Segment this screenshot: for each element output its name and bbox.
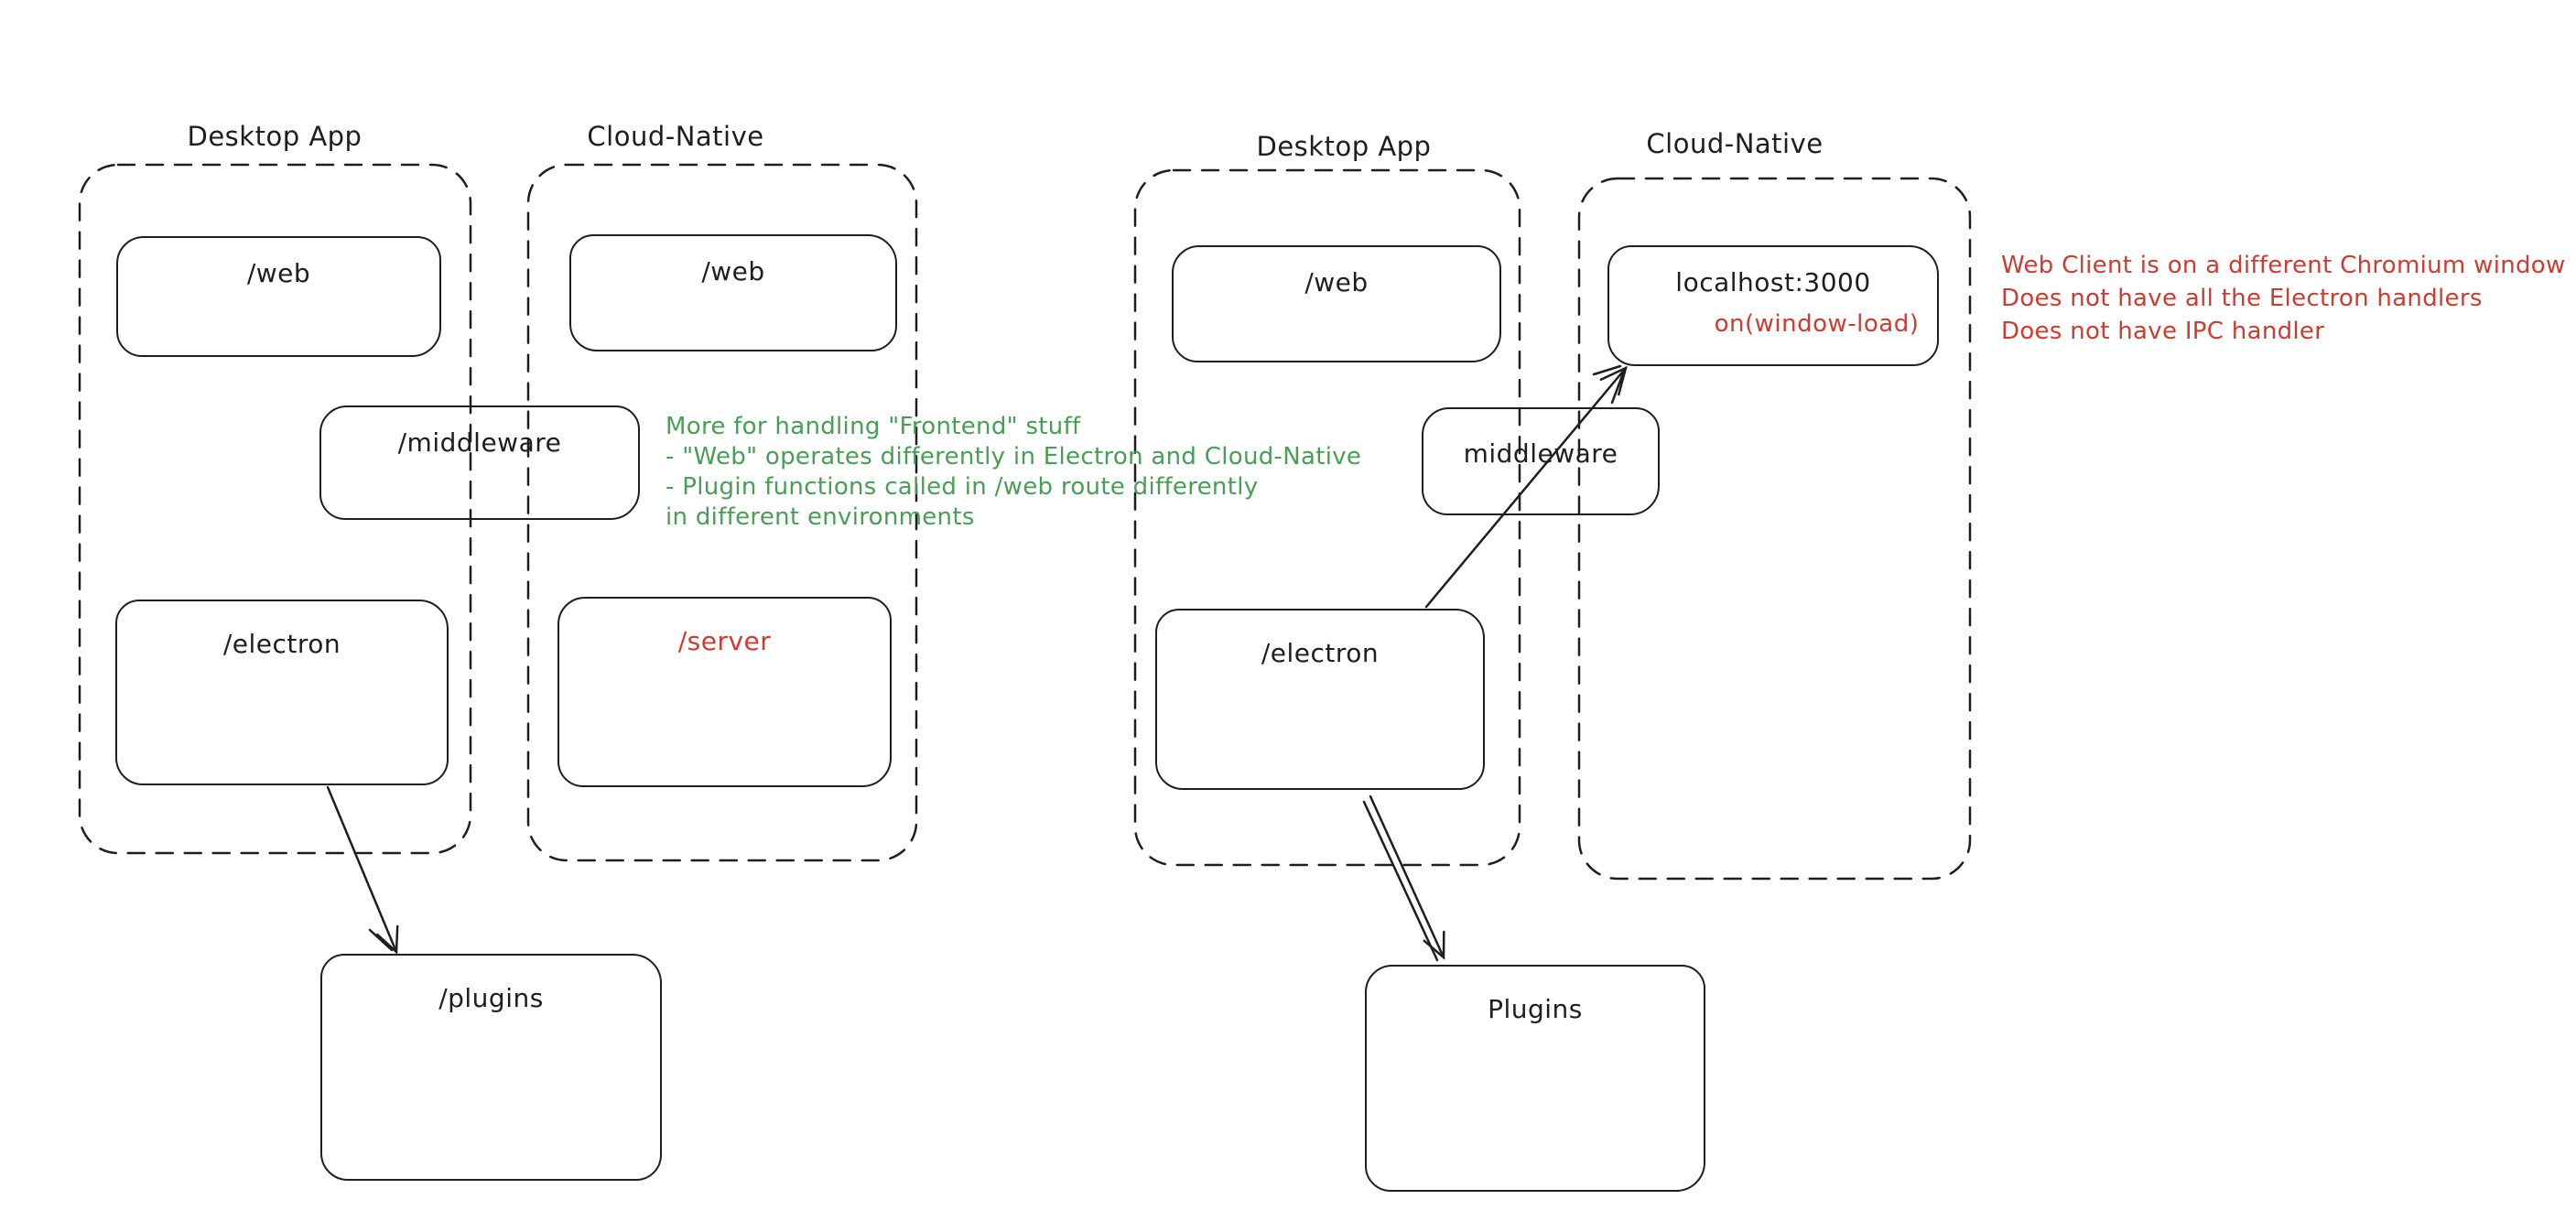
left-middleware-label: /middleware <box>397 427 562 458</box>
red-note: Web Client is on a different Chromium wi… <box>2001 249 2566 348</box>
left-plugins-box: /plugins <box>320 954 662 1181</box>
right-cloud-native-label: Cloud-Native <box>1646 128 1824 159</box>
left-desktop-app-label: Desktop App <box>187 121 363 152</box>
right-web-label: /web <box>1304 267 1369 297</box>
arrow-right-electron-to-localhost-head-sketch2 <box>1610 372 1625 405</box>
right-middleware-box: middleware <box>1422 407 1660 515</box>
left-electron-label: /electron <box>222 629 341 659</box>
red-note-line-1: Web Client is on a different Chromium wi… <box>2001 252 2566 279</box>
left-cloud-native-label: Cloud-Native <box>587 121 764 152</box>
right-electron-label: /electron <box>1261 638 1380 668</box>
arrow-left-electron-to-plugins-head <box>376 924 399 955</box>
left-web-desktop-label: /web <box>246 258 311 288</box>
right-web-box: /web <box>1172 245 1501 362</box>
right-localhost-box: localhost:3000 on(window-load) <box>1607 245 1939 366</box>
left-plugins-label: /plugins <box>438 983 544 1013</box>
arrow-right-electron-to-plugins-head <box>1423 930 1445 960</box>
right-middleware-label: middleware <box>1463 438 1618 469</box>
red-note-line-3: Does not have IPC handler <box>2001 318 2325 345</box>
green-note-line-3: - Plugin functions called in /web route … <box>666 473 1259 501</box>
green-note-line-4: in different environments <box>666 503 975 531</box>
left-web-cloud-label: /web <box>701 256 765 286</box>
arrow-right-electron-to-plugins-sketch <box>1362 800 1439 962</box>
green-note-line-1: More for handling "Frontend" stuff <box>666 413 1081 440</box>
arrow-left-electron-to-plugins-head-sketch <box>368 928 394 952</box>
arrow-right-electron-to-localhost-head <box>1599 365 1628 396</box>
left-server-box: /server <box>557 597 892 787</box>
arrow-left-electron-to-plugins <box>326 785 398 954</box>
green-note: More for handling "Frontend" stuff - "We… <box>666 412 1361 533</box>
left-web-desktop-box: /web <box>116 236 441 357</box>
right-plugins-box: Plugins <box>1365 965 1705 1192</box>
right-on-window-load-label: on(window-load) <box>1714 310 1920 338</box>
right-electron-box: /electron <box>1155 609 1485 790</box>
left-web-cloud-box: /web <box>569 234 897 351</box>
arrow-right-electron-to-localhost-head-sketch1 <box>1592 364 1622 376</box>
left-electron-box: /electron <box>115 600 449 785</box>
right-plugins-label: Plugins <box>1488 994 1583 1024</box>
right-localhost-label: localhost:3000 <box>1675 267 1871 297</box>
arrow-right-electron-to-plugins <box>1369 794 1445 959</box>
green-note-line-2: - "Web" operates differently in Electron… <box>666 443 1362 470</box>
red-note-line-2: Does not have all the Electron handlers <box>2001 285 2483 312</box>
left-middleware-box: /middleware <box>319 405 640 520</box>
left-server-label: /server <box>677 626 772 656</box>
right-desktop-app-label: Desktop App <box>1256 131 1432 162</box>
